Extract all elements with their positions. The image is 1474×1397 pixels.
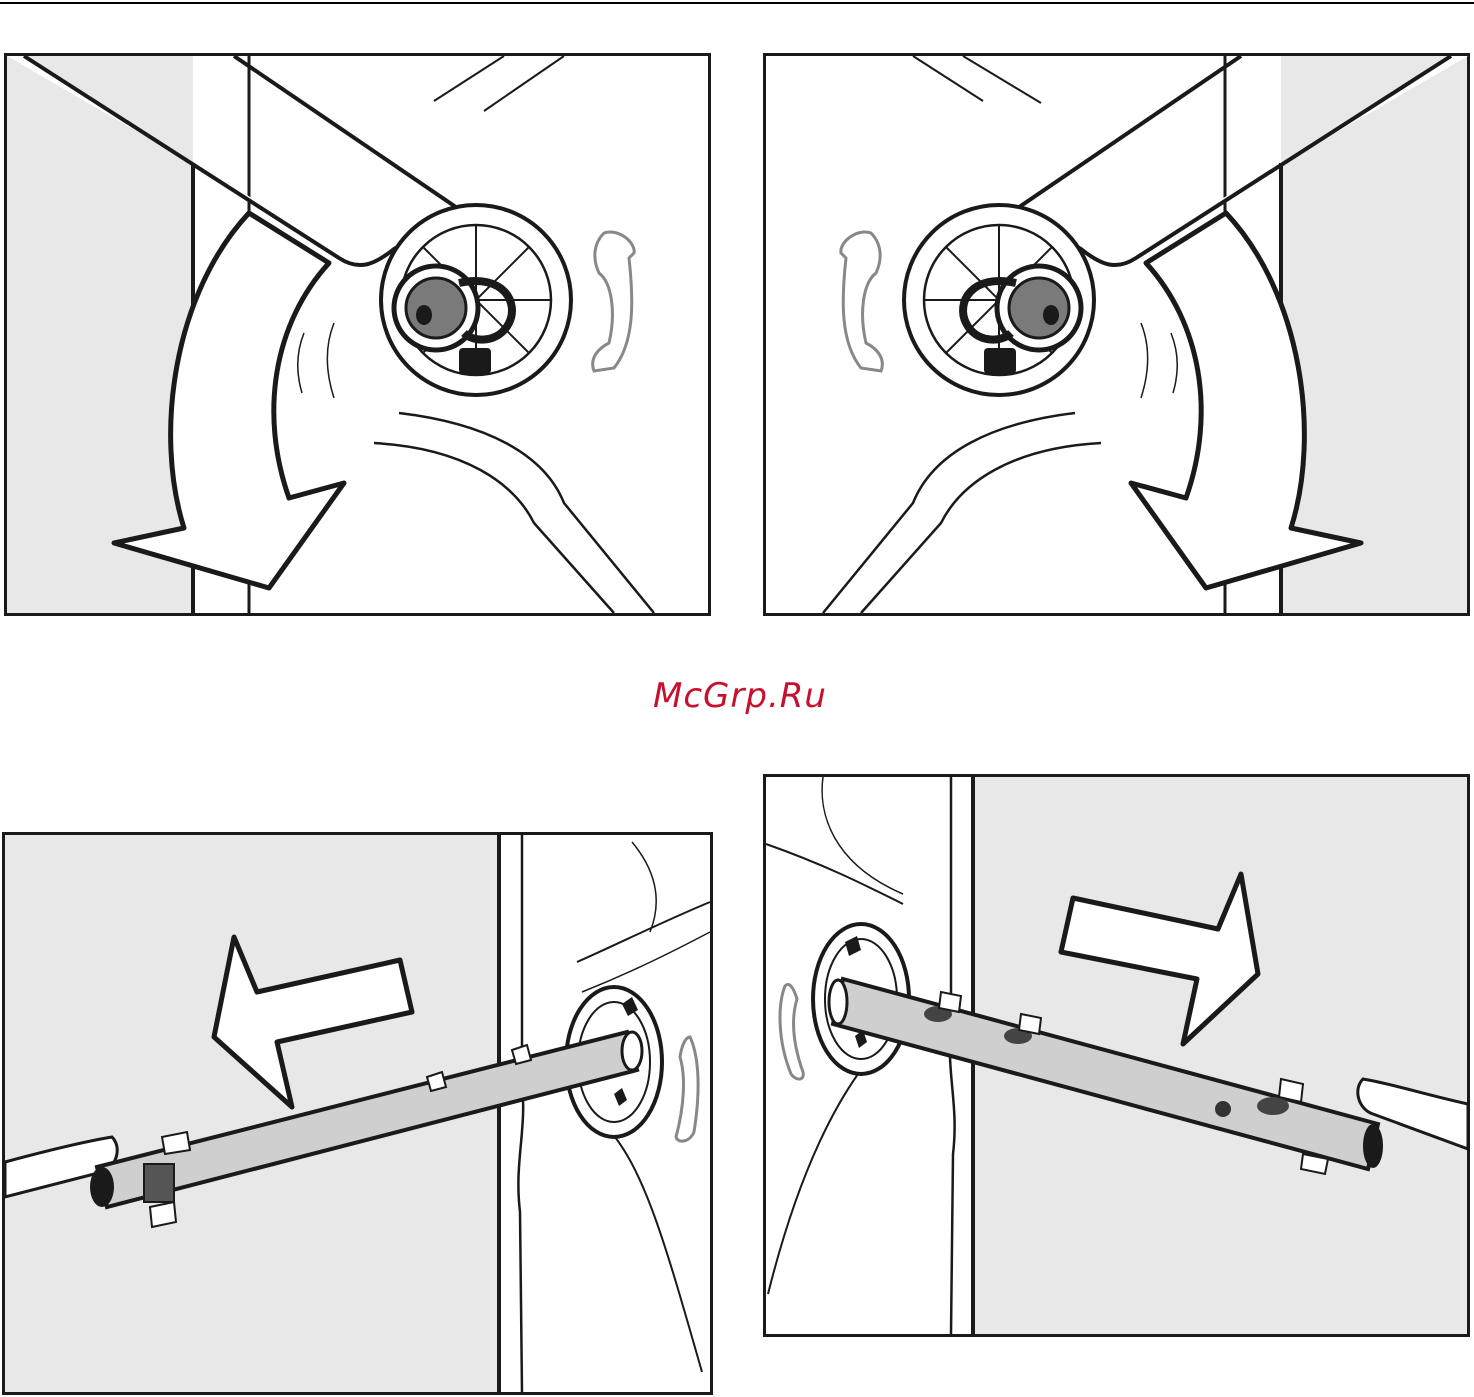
bottom-left-illustration bbox=[2, 832, 714, 1396]
top-right-illustration bbox=[763, 53, 1471, 617]
top-left-illustration bbox=[4, 53, 712, 617]
bottom-right-illustration bbox=[763, 774, 1471, 1338]
watermark-text: McGrp.Ru bbox=[620, 676, 860, 716]
wall-area bbox=[7, 56, 193, 613]
hub-icon bbox=[904, 205, 1094, 395]
header-rule bbox=[0, 2, 1474, 4]
hub-icon bbox=[381, 205, 571, 395]
